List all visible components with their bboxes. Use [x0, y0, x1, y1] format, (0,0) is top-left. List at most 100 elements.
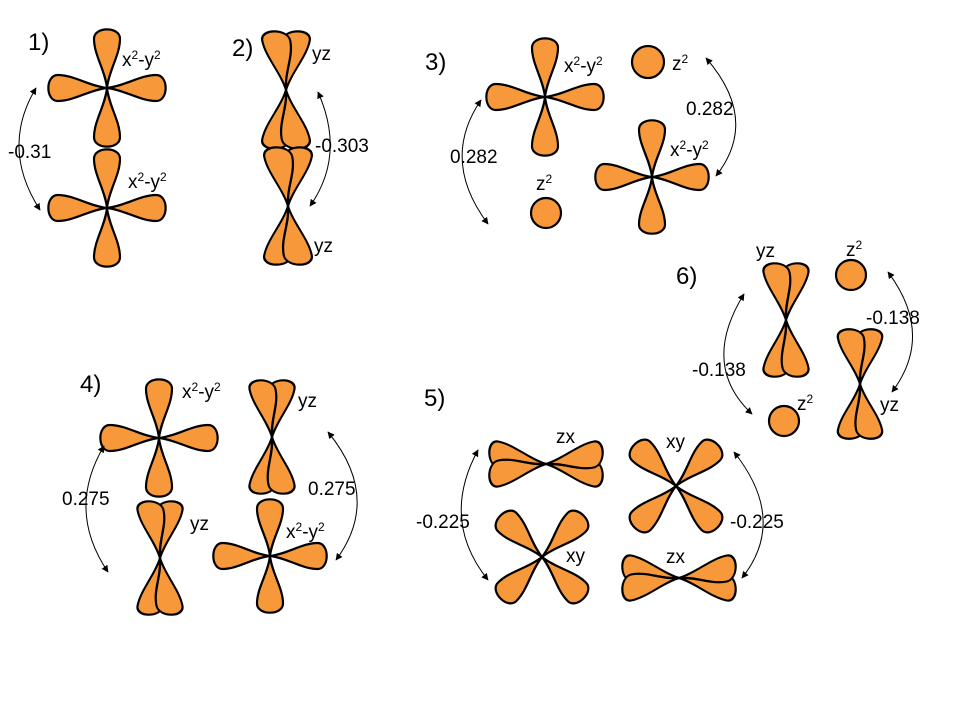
p1-top-x2y2-orbital-lobe-3 — [47, 73, 109, 103]
p4-yz-orbital-c — [136, 500, 184, 616]
p6-yz-orbital-d-lobe-3 — [854, 382, 884, 440]
p6-arrow-left — [723, 293, 753, 415]
panel-2-bottom-orbital-label: yz — [314, 236, 333, 257]
p6-yz-orbital-d — [836, 328, 884, 440]
p6-yz-orbital-d-lobe-1 — [836, 328, 866, 386]
p5-xy-orbital-c — [494, 509, 590, 605]
p4-x2y2-orbital-d — [212, 498, 328, 614]
p4-x2y2-orbital-d-lobe-1 — [268, 541, 328, 571]
panel-5-label-a: zx — [556, 427, 576, 448]
panel-3-label-d: x2-y2 — [670, 138, 709, 161]
p1-bottom-x2y2-orbital-lobe-3 — [47, 193, 109, 223]
p6-yz-orbital-a — [762, 262, 810, 378]
p5-xy-orbital-c-lobe-3 — [494, 509, 544, 559]
p6-yz-orbital-d-part-1 — [836, 328, 866, 386]
p4-x2y2-orbital-a-lobe-1 — [157, 423, 219, 453]
p2-top-yz-orbital-lobe-1 — [261, 30, 293, 92]
p1-top-x2y2-orbital — [47, 28, 167, 148]
p3-z2-orbital-b — [630, 44, 666, 80]
panel-5-label-b: xy — [666, 432, 686, 453]
panel-1-top-orbital-label: x2-y2 — [122, 48, 161, 71]
p3-z2-orbital-c — [529, 196, 563, 230]
orbitals-layer — [47, 28, 884, 616]
panel-2-number: 2) — [232, 35, 253, 62]
panel-3-value-left: 0.282 — [450, 147, 498, 168]
p6-yz-orbital-a-lobe-3 — [780, 318, 810, 378]
p4-x2y2-orbital-d-lobe-3 — [212, 541, 272, 571]
panel-4-label-a: x2-y2 — [182, 380, 221, 403]
p3-arrow-left — [461, 99, 489, 225]
panel-4-value-left: 0.275 — [62, 489, 110, 510]
p4-yz-orbital-b — [248, 379, 296, 495]
p3-x2y2-orbital-d-lobe-3 — [594, 162, 654, 192]
p6-z2-orbital-c — [767, 404, 801, 438]
p3-x2y2-orbital-a-lobe-2 — [530, 95, 560, 157]
p4-x2y2-orbital-a — [99, 378, 219, 498]
panel-4-label-b: yz — [298, 391, 317, 412]
p3-x2y2-orbital-d — [594, 119, 710, 235]
panel-5-value-left: -0.225 — [416, 512, 470, 533]
p5-xy-orbital-c-lobe-0 — [540, 509, 590, 559]
p4-yz-orbital-c-part-1 — [136, 500, 166, 560]
p6-arrow-right — [887, 271, 913, 393]
p6-yz-orbital-d-part-3 — [854, 382, 884, 440]
p2-bottom-yz-orbital-part-1 — [263, 146, 295, 208]
p5-xy-orbital-b — [628, 438, 724, 534]
p1-top-x2y2-orbital-lobe-0 — [92, 28, 122, 90]
panel-6-value-left: -0.138 — [692, 360, 746, 381]
p1-bottom-x2y2-orbital-lobe-2 — [92, 206, 122, 268]
p5-zx-orbital-d — [621, 554, 737, 602]
panel-5-label-d: zx — [666, 547, 686, 568]
p4-yz-orbital-c-part-3 — [154, 556, 184, 616]
arrows-layer — [18, 57, 913, 581]
panel-4-number: 4) — [80, 371, 101, 398]
panel-6-value-right: -0.138 — [866, 308, 920, 329]
panel-1-number: 1) — [28, 29, 49, 56]
p5-xy-orbital-b-lobe-1 — [674, 484, 724, 534]
p3-x2y2-orbital-a-lobe-0 — [530, 37, 560, 99]
panel-6-label-d: yz — [880, 395, 899, 416]
p3-x2y2-orbital-a — [485, 37, 605, 157]
panel-6-label-b: z2 — [846, 238, 863, 261]
panel-4-value-right: 0.275 — [308, 479, 356, 500]
p1-top-x2y2-orbital-lobe-2 — [92, 86, 122, 148]
panel-3-label-c: z2 — [536, 172, 553, 195]
p5-xy-orbital-c-lobe-2 — [494, 555, 544, 605]
p2-bottom-yz-orbital-part-3 — [281, 204, 313, 266]
p4-x2y2-orbital-d-lobe-0 — [255, 498, 285, 558]
panel-6-label-c: z2 — [797, 392, 814, 415]
p5-zx-orbital-d-part-3 — [621, 572, 681, 602]
panel-2-top-orbital-label: yz — [312, 44, 331, 65]
panel-4-label-d: x2-y2 — [286, 520, 325, 543]
p4-x2y2-orbital-d-lobe-2 — [255, 554, 285, 614]
panel-5-label-c: xy — [566, 546, 586, 567]
p3-arrow-right — [705, 57, 737, 177]
panel-5-number: 5) — [424, 385, 445, 412]
p4-yz-orbital-c-lobe-3 — [154, 556, 184, 616]
p5-zx-orbital-d-lobe-3 — [621, 572, 681, 602]
p4-x2y2-orbital-a-lobe-2 — [144, 436, 174, 498]
p4-arrow-right — [327, 431, 358, 561]
p4-x2y2-orbital-a-lobe-0 — [144, 378, 174, 440]
p2-top-yz-orbital-part-1 — [261, 30, 293, 92]
panel-2-value: -0.303 — [315, 136, 369, 157]
p3-x2y2-orbital-a-lobe-1 — [543, 82, 605, 112]
p1-top-x2y2-orbital-lobe-1 — [105, 73, 167, 103]
p4-x2y2-orbital-a-lobe-3 — [99, 423, 161, 453]
p5-zx-orbital-a-lobe-3 — [488, 458, 548, 488]
p2-bottom-yz-orbital-lobe-1 — [263, 146, 295, 208]
p1-bottom-x2y2-orbital-lobe-1 — [105, 193, 167, 223]
panel-1-value: -0.31 — [8, 142, 51, 163]
p2-bottom-yz-orbital — [263, 146, 313, 266]
p5-zx-orbital-a-part-1 — [544, 440, 604, 470]
p4-yz-orbital-b-part-3 — [266, 435, 296, 495]
p1-arrow — [18, 87, 41, 211]
panel-6-number: 6) — [676, 263, 697, 290]
p2-bottom-yz-orbital-lobe-3 — [281, 204, 313, 266]
panel-3-number: 3) — [425, 49, 446, 76]
p5-arrow-right — [733, 451, 764, 579]
p3-x2y2-orbital-a-lobe-3 — [485, 82, 547, 112]
p4-yz-orbital-c-lobe-1 — [136, 500, 166, 560]
p2-top-yz-orbital — [261, 30, 311, 150]
